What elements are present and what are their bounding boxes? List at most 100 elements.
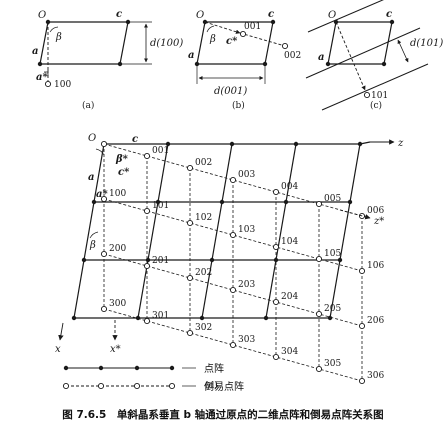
lattice-point (219, 199, 225, 205)
figure-caption: 图 7.6.5 单斜晶系垂直 b 轴通过原点的二维点阵和倒易点阵关系图 (62, 408, 383, 421)
reciprocal-point (358, 267, 366, 275)
axis-a-label: a (318, 52, 324, 63)
lattice-point (357, 141, 363, 147)
panel-d-label: (d) (205, 380, 218, 391)
reciprocal-point (229, 231, 237, 239)
reciprocal-point (363, 91, 371, 99)
point-label-003: 003 (238, 170, 255, 180)
reciprocal-point (186, 164, 194, 172)
lattice-point (135, 315, 141, 321)
unit-cell (327, 21, 393, 65)
axis-cstar-label: c* (226, 36, 238, 47)
lattice-point (389, 19, 395, 25)
zstar-axis-label: z* (373, 216, 384, 227)
lattice-column (265, 143, 297, 319)
point-label-100: 100 (54, 80, 71, 90)
reciprocal-point (100, 250, 108, 258)
point-label-203: 203 (238, 280, 255, 290)
legend-lattice-point (98, 365, 104, 371)
lattice-point (91, 199, 97, 205)
zstar-axis (339, 209, 371, 220)
reciprocal-point (143, 317, 151, 325)
spacing-label: d(001) (214, 86, 247, 97)
reciprocal-point (100, 305, 108, 313)
lattice-point (165, 141, 171, 147)
origin-label: O (328, 10, 336, 21)
point-label-101: 101 (152, 201, 169, 211)
reciprocal-point (44, 80, 52, 88)
reciprocal-point (143, 152, 151, 160)
x-axis-label: x (55, 344, 61, 355)
lattice-point (81, 257, 87, 263)
point-label-101: 101 (371, 91, 388, 101)
panel-a-label: (a) (82, 100, 94, 111)
beta-label: β (89, 240, 96, 251)
reciprocal-point (229, 176, 237, 184)
beta-label: β (55, 32, 62, 43)
lattice-point (347, 199, 353, 205)
legend-reciprocal-point (97, 382, 105, 390)
lattice-column (137, 143, 169, 319)
lattice-point (327, 315, 333, 321)
lattice-column (73, 143, 105, 319)
reciprocal-point (315, 255, 323, 263)
reciprocal-point (315, 310, 323, 318)
legend-reciprocal-point (133, 382, 141, 390)
lattice-point (270, 19, 276, 25)
reciprocal-point (315, 365, 323, 373)
spacing-arrow (397, 39, 409, 63)
legend-reciprocal-point (62, 382, 70, 390)
reciprocal-point (186, 329, 194, 337)
reciprocal-point (143, 207, 151, 215)
origin-label: O (38, 10, 46, 21)
axis-a-label: a (32, 46, 38, 57)
xstar-axis-label: x* (110, 344, 121, 355)
point-label-202: 202 (195, 268, 212, 278)
beta-star-label: β* (115, 154, 129, 165)
axis-astar-label: a* (96, 189, 108, 200)
point-label-100: 100 (109, 189, 126, 199)
legend-lattice-point (134, 365, 140, 371)
lattice-point (337, 257, 343, 263)
reciprocal-point (239, 30, 247, 38)
lattice-point (229, 141, 235, 147)
lattice-point (199, 315, 205, 321)
point-label-106: 106 (367, 261, 384, 271)
direct-lattice (71, 141, 371, 321)
point-label-103: 103 (238, 225, 255, 235)
lattice-point (155, 199, 161, 205)
lattice-point (145, 257, 151, 263)
reciprocal-point (100, 195, 108, 203)
legend-reciprocal-point (168, 382, 176, 390)
panel-c: O c a 101 d(101) (c) (305, 0, 443, 111)
panel-a: O β c a a* 100 d(100) (a) (32, 9, 183, 111)
point-label-001: 001 (244, 22, 261, 32)
lattice-point (283, 199, 289, 205)
panel-b-label: (b) (232, 100, 245, 111)
point-label-102: 102 (195, 213, 212, 223)
reciprocal-point (229, 341, 237, 349)
axis-c-label: c (132, 134, 138, 145)
reciprocal-point (315, 200, 323, 208)
point-label-005: 005 (324, 194, 341, 204)
spacing-label: d(101) (410, 38, 443, 49)
reciprocal-point (272, 243, 280, 251)
axis-a-label: a (88, 172, 94, 183)
point-label-302: 302 (195, 323, 212, 333)
reciprocal-point (229, 286, 237, 294)
plane-line (305, 27, 421, 79)
beta-label: β (209, 34, 216, 45)
plane-line (307, 0, 384, 33)
panel-b: O β c c* a 001 002 d(001) (b) (188, 9, 301, 111)
point-label-204: 204 (281, 292, 298, 302)
axis-c-label: c (116, 9, 122, 20)
point-label-303: 303 (238, 335, 255, 345)
point-label-201: 201 (152, 256, 169, 266)
reciprocal-point (281, 42, 289, 50)
point-label-205: 205 (324, 304, 341, 314)
panel-d: 0010020030040050061001011021031041051062… (55, 133, 404, 391)
lattice-column (329, 143, 361, 319)
lattice-point (71, 315, 77, 321)
legend: 点阵 倒易点阵 (62, 362, 244, 393)
